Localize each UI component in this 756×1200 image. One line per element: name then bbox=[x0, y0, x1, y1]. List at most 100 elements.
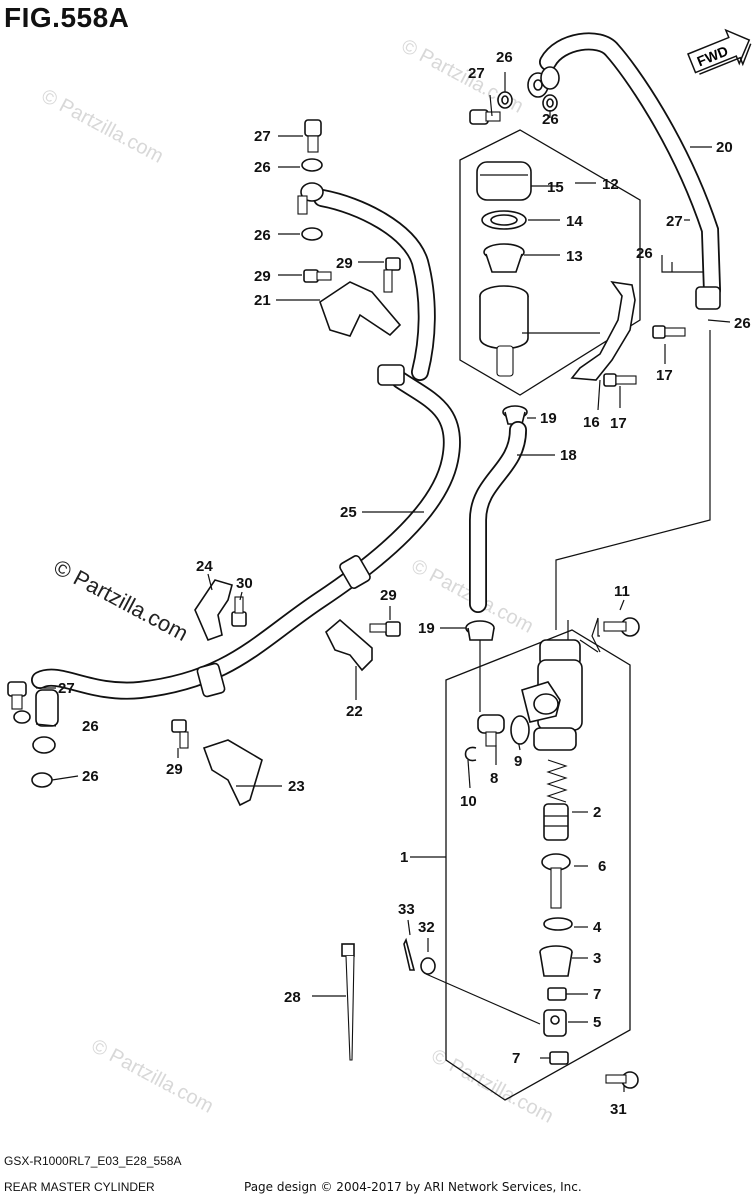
pin-31 bbox=[605, 1071, 639, 1089]
callout-18: 18 bbox=[560, 447, 577, 464]
callout-17b: 17 bbox=[610, 415, 627, 432]
master-cylinder-group-box bbox=[445, 629, 631, 1101]
clamp-19 bbox=[502, 405, 528, 425]
bolt-29 bbox=[369, 621, 401, 637]
callout-28: 28 bbox=[284, 989, 301, 1006]
callout-27a: 27 bbox=[468, 65, 485, 82]
washer-26 bbox=[13, 710, 31, 724]
bracket-22 bbox=[325, 618, 373, 672]
callout-26h: 26 bbox=[82, 768, 99, 785]
boot-3 bbox=[539, 945, 573, 977]
reservoir-cap-15 bbox=[476, 161, 532, 201]
callout-29b: 29 bbox=[336, 255, 353, 272]
push-rod-6 bbox=[541, 853, 571, 909]
callout-8: 8 bbox=[490, 770, 498, 787]
clevis-5 bbox=[543, 1009, 567, 1037]
callout-7b: 7 bbox=[512, 1050, 520, 1067]
washer-26 bbox=[301, 158, 323, 172]
callout-1: 1 bbox=[400, 849, 408, 866]
callout-26a: 26 bbox=[496, 49, 513, 66]
callout-31: 31 bbox=[610, 1101, 627, 1118]
page-credit: Page design © 2004-2017 by ARI Network S… bbox=[244, 1180, 582, 1194]
washer-26 bbox=[301, 227, 323, 241]
callout-17a: 17 bbox=[656, 367, 673, 384]
callout-2: 2 bbox=[593, 804, 601, 821]
watermark-text: © Partzilla.com bbox=[38, 85, 167, 168]
hose-25 bbox=[31, 371, 461, 700]
bracket-21 bbox=[319, 281, 402, 337]
callout-7a: 7 bbox=[593, 986, 601, 1003]
callout-4: 4 bbox=[593, 919, 602, 936]
callout-14: 14 bbox=[566, 213, 583, 230]
bolt-11 bbox=[603, 617, 640, 637]
bolt-29 bbox=[303, 269, 332, 283]
master-cylinder-body bbox=[521, 639, 583, 751]
callout-27c: 27 bbox=[666, 213, 683, 230]
callout-13: 13 bbox=[566, 248, 583, 265]
callout-6: 6 bbox=[598, 858, 606, 875]
callout-labels: 1 2 3 4 5 6 7 7 8 9 10 11 12 13 14 15 16… bbox=[58, 49, 751, 1118]
bolt-29 bbox=[383, 257, 401, 293]
figure-title: FIG.558A bbox=[4, 2, 130, 33]
washer-26-hole bbox=[501, 95, 509, 105]
watermark-text: © Partzilla.com bbox=[428, 1045, 557, 1128]
connector-8 bbox=[477, 714, 505, 747]
nut-7 bbox=[547, 987, 567, 1001]
reservoir-tank bbox=[479, 285, 529, 377]
bolt-27 bbox=[304, 119, 322, 153]
callout-26e: 26 bbox=[636, 245, 653, 262]
callout-30: 30 bbox=[236, 575, 253, 592]
bolt-27 bbox=[7, 681, 27, 710]
watermark-text: © Partzilla.com bbox=[88, 1035, 217, 1118]
washer-26-hole bbox=[546, 98, 554, 108]
plate-14-hole bbox=[490, 214, 518, 226]
bolt-17 bbox=[652, 325, 686, 339]
circlip-10 bbox=[464, 746, 477, 762]
diagram-code: GSX-R1000RL7_E03_E28_558A bbox=[4, 1154, 182, 1168]
bracket-24 bbox=[194, 579, 233, 642]
diaphragm-13 bbox=[483, 243, 525, 273]
cotter-pin-33 bbox=[403, 937, 416, 971]
banjo-fitting-left-upper bbox=[297, 182, 324, 215]
leader-lines-left bbox=[35, 135, 424, 787]
callout-25: 25 bbox=[340, 504, 357, 521]
callout-12: 12 bbox=[602, 176, 619, 193]
callout-29d: 29 bbox=[166, 761, 183, 778]
diagram-name: REAR MASTER CYLINDER bbox=[4, 1180, 155, 1194]
hose-25-upper bbox=[313, 189, 436, 381]
nut-7 bbox=[549, 1051, 569, 1065]
callout-29c: 29 bbox=[380, 587, 397, 604]
callout-27b: 27 bbox=[254, 128, 271, 145]
callout-19b: 19 bbox=[418, 620, 435, 637]
callout-19a: 19 bbox=[540, 410, 557, 427]
bolt-30 bbox=[231, 596, 247, 627]
bracket-16 bbox=[570, 280, 636, 381]
callout-24: 24 bbox=[196, 558, 213, 575]
hose-grommet bbox=[196, 662, 226, 698]
callout-21: 21 bbox=[254, 292, 271, 309]
callout-5: 5 bbox=[593, 1014, 601, 1031]
washer-26 bbox=[31, 772, 53, 788]
circlip-4 bbox=[543, 917, 573, 931]
hose-end-fitting bbox=[695, 286, 721, 310]
bolt-27 bbox=[469, 109, 501, 125]
hose-grommet bbox=[377, 364, 405, 386]
callout-26d: 26 bbox=[254, 227, 271, 244]
callout-9: 9 bbox=[514, 753, 522, 770]
callout-20: 20 bbox=[716, 139, 733, 156]
bolt-29 bbox=[171, 719, 189, 749]
callout-15: 15 bbox=[547, 179, 564, 196]
callout-29a: 29 bbox=[254, 268, 271, 285]
o-ring-9 bbox=[510, 715, 530, 745]
callout-26b: 26 bbox=[542, 111, 559, 128]
callout-10: 10 bbox=[460, 793, 477, 810]
callout-32: 32 bbox=[418, 919, 435, 936]
hose-grommet bbox=[339, 555, 371, 589]
callout-16: 16 bbox=[583, 414, 600, 431]
piston-2 bbox=[543, 803, 569, 841]
reservoir-group-box bbox=[459, 129, 641, 396]
callout-33: 33 bbox=[398, 901, 415, 918]
washer-32 bbox=[420, 957, 436, 975]
spring bbox=[546, 759, 568, 803]
